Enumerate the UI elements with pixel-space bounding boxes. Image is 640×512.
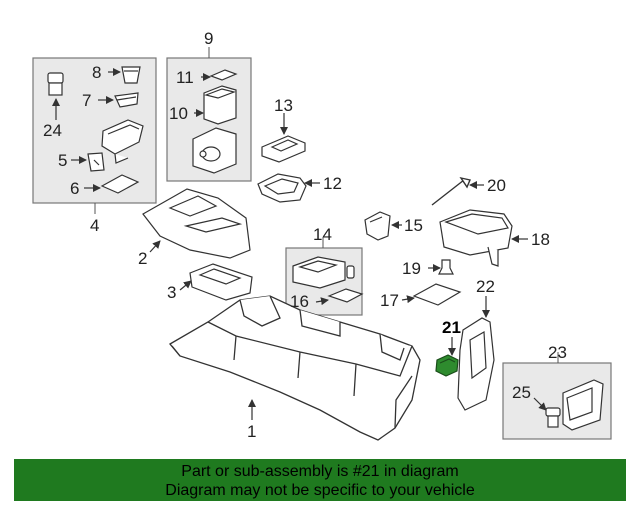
callout-8: 8	[92, 63, 101, 82]
leader-lines	[52, 68, 547, 420]
banner-line-1: Part or sub-assembly is #21 in diagram	[181, 463, 459, 480]
part-19-clip	[438, 259, 454, 275]
part-1-center-console	[169, 295, 421, 441]
callout-13: 13	[274, 96, 293, 115]
callout-18: 18	[531, 230, 550, 249]
part-6-pad	[100, 174, 140, 194]
part-5-clip	[87, 152, 105, 172]
part-4-holder	[101, 119, 144, 164]
callout-25: 25	[512, 383, 531, 402]
callout-22: 22	[476, 277, 495, 296]
part-12-bezel	[257, 173, 307, 203]
callout-6: 6	[70, 179, 79, 198]
part-25-plug	[545, 407, 561, 428]
banner-line-2: Diagram may not be specific to your vehi…	[165, 482, 475, 499]
part-8-cup-insert	[121, 66, 141, 84]
callout-24: 24	[43, 121, 62, 140]
callout-7: 7	[82, 91, 91, 110]
callout-5: 5	[58, 151, 67, 170]
callout-23: 23	[548, 343, 567, 362]
callout-9: 9	[204, 29, 213, 48]
callout-11: 11	[176, 68, 194, 87]
part-15-bracket	[364, 211, 391, 241]
callout-10: 10	[169, 104, 188, 123]
part-23-storage-bin	[562, 379, 604, 431]
part-16-mat	[327, 288, 364, 303]
part-20-rod	[431, 176, 471, 206]
callout-20: 20	[487, 176, 506, 195]
part-9-cup-base	[192, 127, 237, 174]
part-18-armrest	[439, 209, 513, 267]
callout-16: 16	[290, 292, 309, 311]
callout-1: 1	[247, 422, 256, 441]
callout-17: 17	[380, 291, 399, 310]
part-7-bin	[114, 92, 139, 108]
part-3-bezel	[189, 263, 253, 301]
part-13-shift-plate	[261, 135, 306, 163]
part-14-tray	[292, 256, 355, 289]
part-21-highlighted[interactable]	[435, 354, 459, 377]
callout-19: 19	[402, 259, 421, 278]
callout-4: 4	[90, 216, 99, 235]
part-10-cup-holder	[203, 85, 237, 125]
part-22-side-panel	[457, 317, 495, 411]
callout-21: 21	[442, 318, 461, 337]
part-17-pad	[412, 283, 462, 306]
info-banner: Part or sub-assembly is #21 in diagram D…	[14, 459, 626, 501]
callout-3: 3	[167, 283, 176, 302]
callout-12: 12	[323, 174, 342, 193]
part-2-trim-panel	[142, 188, 251, 259]
callout-2: 2	[138, 249, 147, 268]
part-24-plug	[47, 72, 64, 96]
part-11-pad	[209, 69, 238, 81]
callout-14: 14	[313, 225, 332, 244]
callout-15: 15	[404, 216, 423, 235]
